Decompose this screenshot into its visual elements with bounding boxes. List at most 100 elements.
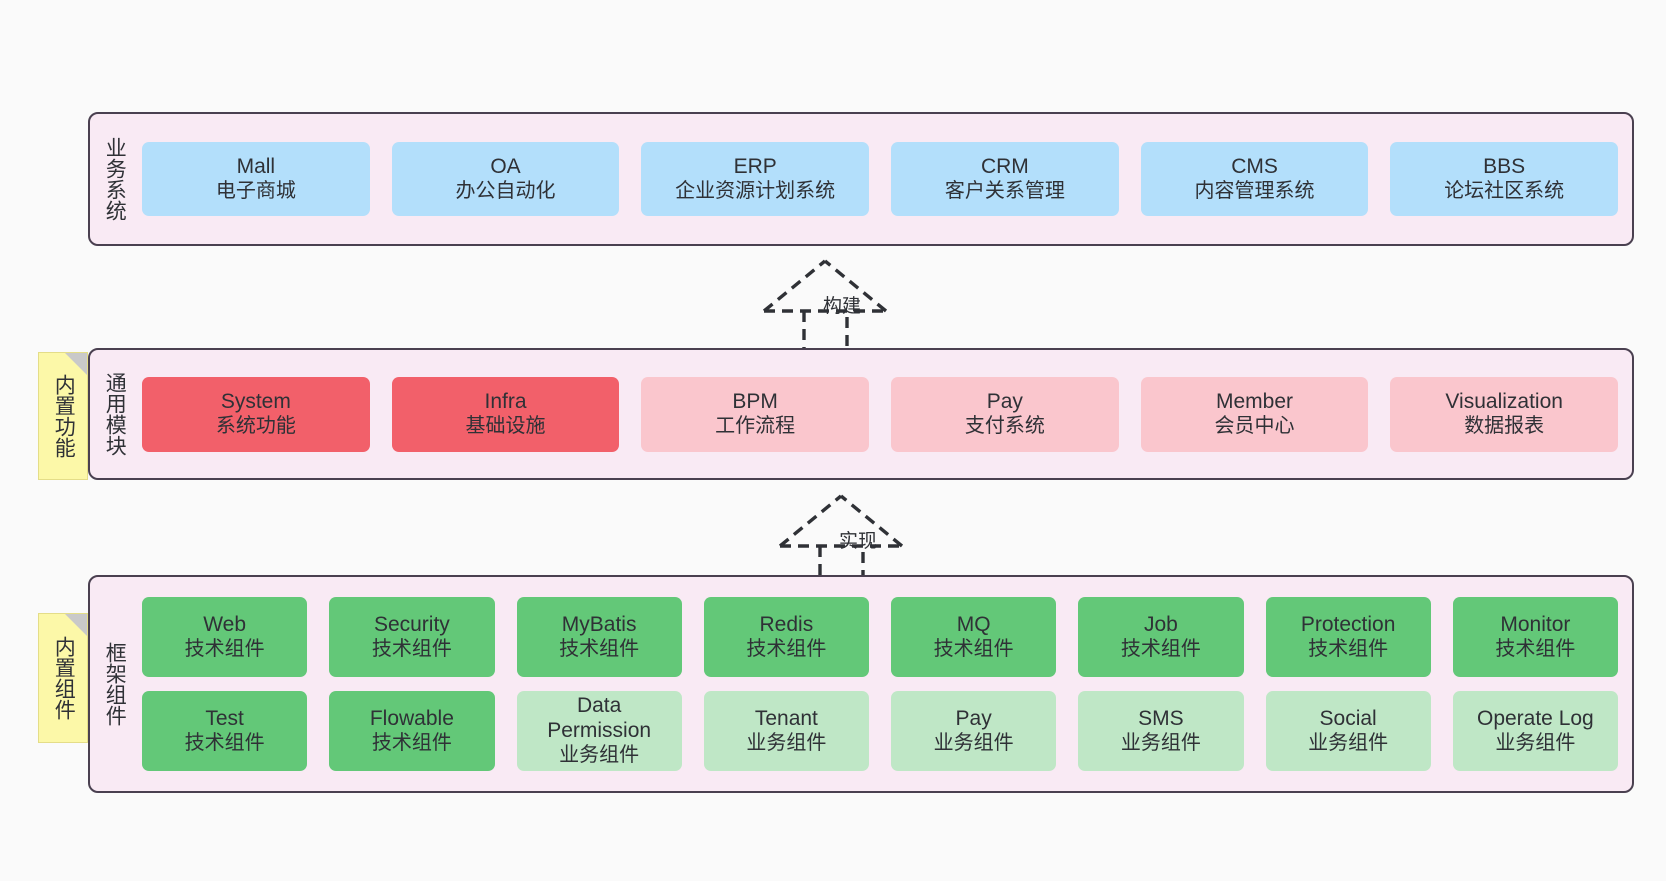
card-title: ERP: [733, 154, 777, 178]
card-web[interactable]: Web 技术组件: [142, 597, 308, 677]
card-cms[interactable]: CMS 内容管理系统: [1140, 142, 1369, 216]
card-title: Security: [373, 612, 450, 636]
card-subtitle: 基础设施: [465, 414, 546, 437]
card-monitor[interactable]: Monitor 技术组件: [1452, 597, 1618, 677]
card-subtitle: 业务组件: [1495, 731, 1576, 754]
card-subtitle: 企业资源计划系统: [675, 179, 836, 202]
card-visualization[interactable]: Visualization 数据报表: [1390, 376, 1619, 452]
card-subtitle: 客户关系管理: [944, 179, 1065, 202]
card-oa[interactable]: OA 办公自动化: [391, 142, 620, 216]
card-title: CMS: [1231, 154, 1278, 178]
sticky-note-builtin-components: 内置组件: [38, 613, 88, 743]
card-title: SMS: [1138, 706, 1184, 730]
band-label-business: 业务系统: [103, 137, 127, 221]
card-subtitle: 业务组件: [933, 731, 1014, 754]
card-title: OA: [490, 154, 521, 178]
band-business-cards: Mall 电子商城 OA 办公自动化 ERP 企业资源计划系统 CRM 客户关系…: [138, 114, 1632, 244]
card-test[interactable]: Test 技术组件: [142, 691, 308, 771]
card-title: BBS: [1483, 154, 1526, 178]
card-title: Mall: [236, 154, 276, 178]
card-mall[interactable]: Mall 电子商城: [142, 142, 370, 216]
card-subtitle: 论坛社区系统: [1444, 179, 1565, 202]
arrow-build-label: 构建: [822, 296, 861, 317]
card-subtitle: 技术组件: [184, 731, 265, 754]
card-tenant[interactable]: Tenant 业务组件: [703, 691, 869, 771]
card-subtitle: 技术组件: [1308, 637, 1389, 660]
band-common-modules: 通用模块 System 系统功能 Infra 基础设施 BPM 工作流程 Pay…: [88, 348, 1634, 480]
card-title: MQ: [956, 612, 991, 636]
card-subtitle: 技术组件: [559, 637, 640, 660]
card-title: Data Permission: [547, 694, 652, 743]
arrow-build: 构建: [752, 253, 932, 358]
card-protection[interactable]: Protection 技术组件: [1265, 597, 1431, 677]
card-data-permission[interactable]: Data Permission 业务组件: [516, 691, 682, 771]
card-sms[interactable]: SMS 业务组件: [1078, 691, 1244, 771]
card-infra[interactable]: Infra 基础设施: [391, 376, 620, 452]
card-member[interactable]: Member 会员中心: [1140, 376, 1369, 452]
band-label-framework: 框架组件: [103, 642, 127, 726]
sticky-note-builtin-functions: 内置功能: [38, 352, 88, 480]
card-title: Test: [205, 706, 244, 730]
card-title: Tenant: [754, 706, 818, 730]
card-bbs[interactable]: BBS 论坛社区系统: [1390, 142, 1619, 216]
card-operate-log[interactable]: Operate Log 业务组件: [1452, 691, 1618, 771]
band-business-systems: 业务系统 Mall 电子商城 OA 办公自动化 ERP 企业资源计划系统 CRM…: [88, 112, 1634, 246]
card-title: BPM: [732, 389, 778, 413]
card-crm[interactable]: CRM 客户关系管理: [891, 142, 1119, 216]
card-subtitle: 系统功能: [215, 414, 296, 437]
card-subtitle: 技术组件: [933, 637, 1014, 660]
card-title: Web: [203, 612, 247, 636]
card-subtitle: 技术组件: [371, 637, 452, 660]
card-pay-module[interactable]: Pay 支付系统: [891, 376, 1119, 452]
card-pay-component[interactable]: Pay 业务组件: [891, 691, 1057, 771]
card-title: Visualization: [1445, 389, 1563, 413]
card-social[interactable]: Social 业务组件: [1265, 691, 1431, 771]
card-mybatis[interactable]: MyBatis 技术组件: [516, 597, 682, 677]
card-subtitle: 技术组件: [1120, 637, 1201, 660]
card-title: Monitor: [1500, 612, 1571, 636]
card-title: Flowable: [369, 706, 454, 730]
card-row: Mall 电子商城 OA 办公自动化 ERP 企业资源计划系统 CRM 客户关系…: [142, 142, 1619, 216]
card-job[interactable]: Job 技术组件: [1078, 597, 1244, 677]
card-title: Redis: [759, 612, 814, 636]
card-subtitle: 办公自动化: [455, 179, 556, 202]
card-title: Pay: [986, 389, 1023, 413]
card-title: Operate Log: [1476, 706, 1594, 730]
card-subtitle: 数据报表: [1464, 414, 1545, 437]
card-title: Job: [1143, 612, 1178, 636]
card-row: Test 技术组件 Flowable 技术组件 Data Permission …: [142, 691, 1618, 771]
card-subtitle: 业务组件: [559, 743, 640, 766]
card-title: Infra: [484, 389, 527, 413]
card-subtitle: 技术组件: [1495, 637, 1576, 660]
card-subtitle: 技术组件: [371, 731, 452, 754]
card-title: Member: [1216, 389, 1294, 413]
card-redis[interactable]: Redis 技术组件: [703, 597, 869, 677]
card-title: CRM: [980, 154, 1029, 178]
card-subtitle: 支付系统: [964, 414, 1045, 437]
card-mq[interactable]: MQ 技术组件: [891, 597, 1057, 677]
band-modules-cards: System 系统功能 Infra 基础设施 BPM 工作流程 Pay 支付系统…: [138, 350, 1632, 478]
card-subtitle: 业务组件: [746, 731, 827, 754]
band-label-modules: 通用模块: [103, 372, 127, 456]
card-erp[interactable]: ERP 企业资源计划系统: [641, 142, 870, 216]
card-title: Protection: [1300, 612, 1396, 636]
card-title: Social: [1319, 706, 1377, 730]
card-subtitle: 业务组件: [1120, 731, 1201, 754]
card-flowable[interactable]: Flowable 技术组件: [329, 691, 495, 771]
card-subtitle: 电子商城: [215, 179, 296, 202]
card-subtitle: 工作流程: [715, 414, 796, 437]
card-bpm[interactable]: BPM 工作流程: [641, 376, 870, 452]
card-title: MyBatis: [561, 612, 637, 636]
card-system[interactable]: System 系统功能: [142, 376, 370, 452]
card-row: Web 技术组件 Security 技术组件 MyBatis 技术组件 Redi…: [142, 597, 1618, 677]
card-subtitle: 技术组件: [184, 637, 265, 660]
card-subtitle: 业务组件: [1308, 731, 1389, 754]
arrow-realize-label: 实现: [838, 531, 877, 552]
card-row: System 系统功能 Infra 基础设施 BPM 工作流程 Pay 支付系统…: [142, 376, 1619, 452]
card-subtitle: 内容管理系统: [1194, 179, 1315, 202]
band-framework-components: 框架组件 Web 技术组件 Security 技术组件 MyBatis 技术组件…: [88, 575, 1634, 793]
card-subtitle: 会员中心: [1214, 414, 1295, 437]
card-security[interactable]: Security 技术组件: [329, 597, 495, 677]
card-title: Pay: [955, 706, 992, 730]
